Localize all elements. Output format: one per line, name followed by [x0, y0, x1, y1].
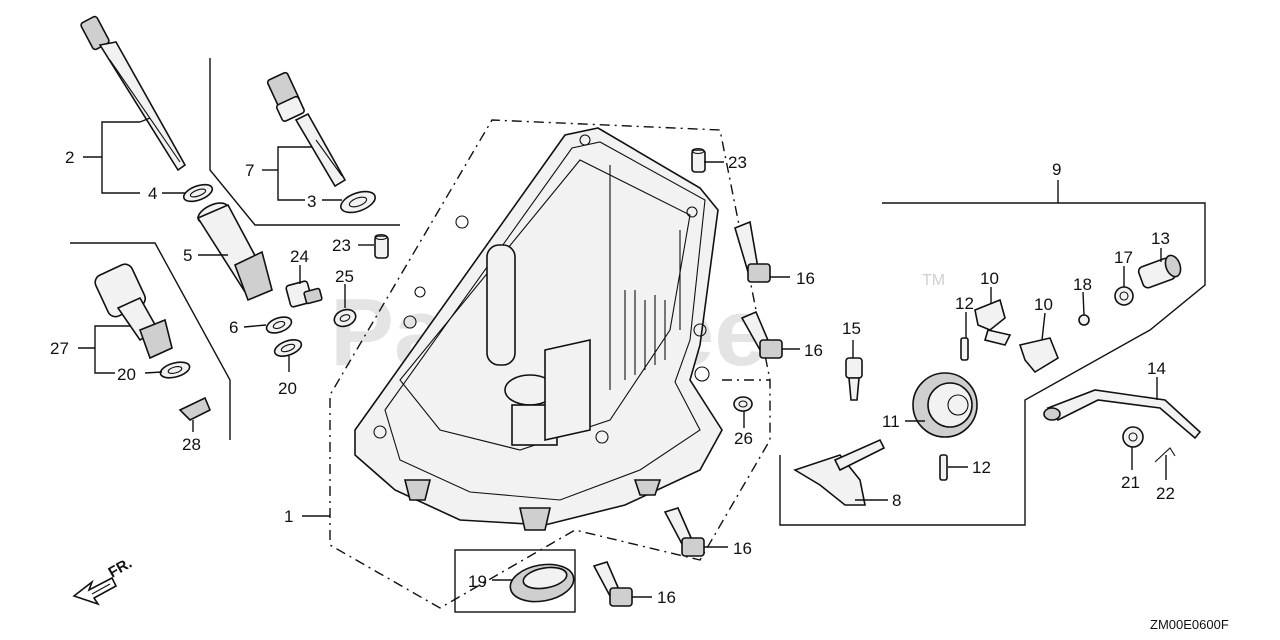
callout-16-c: 16: [733, 539, 752, 558]
governor-arm-shaft-14: [1043, 389, 1202, 440]
dowel-23-left: [374, 233, 389, 259]
callout-10-a: 10: [980, 269, 999, 288]
frame-filler-27: [70, 242, 231, 440]
frame-case-1: [329, 119, 771, 609]
callout-18: 18: [1073, 275, 1092, 294]
o-ring-4: [182, 183, 214, 203]
washer-21: [1122, 426, 1144, 448]
callout-11: 11: [882, 412, 900, 431]
washer-20-left: [159, 361, 191, 379]
weight-10-b: [1018, 337, 1059, 374]
callout-13: 13: [1151, 229, 1170, 248]
bolt-16-c: [663, 507, 705, 557]
callout-14: 14: [1147, 359, 1166, 378]
bolt-24: [285, 280, 323, 308]
washer-25: [333, 308, 357, 328]
callout-25: 25: [335, 267, 354, 286]
bolt-16-b: [740, 310, 783, 359]
washer-20-mid: [273, 339, 303, 357]
dowel-23-top: [691, 147, 706, 173]
crankcase-cover: [354, 127, 723, 531]
callout-20-mid: 20: [278, 379, 297, 398]
governor-gear-11: [912, 372, 978, 438]
bushing-13: [1137, 254, 1182, 289]
filler-cap-27: [94, 263, 173, 360]
callout-1: 1: [284, 507, 293, 526]
callout-10-b: 10: [1034, 295, 1053, 314]
callout-22: 22: [1156, 484, 1175, 503]
washer-26: [733, 396, 753, 412]
callout-3: 3: [307, 192, 316, 211]
frame-oil-seal-19: [454, 549, 576, 613]
washer-6: [265, 316, 293, 334]
bolt-15: [845, 357, 863, 401]
dipstick-short: [266, 71, 347, 188]
callout-26: 26: [734, 429, 753, 448]
washer-17: [1114, 286, 1134, 306]
frame-dipstick-7: [209, 58, 400, 226]
callout-4: 4: [148, 184, 157, 203]
callout-24: 24: [290, 247, 309, 266]
o-ring-3: [340, 190, 376, 214]
bolt-16-d: [592, 561, 633, 607]
weight-10-a: [974, 298, 1012, 346]
callout-9: 9: [1052, 160, 1061, 179]
clip-18: [1078, 314, 1090, 326]
front-indicator-label: FR.: [106, 555, 135, 582]
callout-19: 19: [468, 572, 487, 591]
oil-filler-tube-5: [196, 202, 273, 302]
bolt-16-a: [734, 220, 771, 283]
callout-6: 6: [229, 318, 238, 337]
callout-7: 7: [245, 161, 254, 180]
callout-12-bottom: 12: [972, 458, 991, 477]
dipstick-long: [80, 15, 187, 172]
callout-17: 17: [1114, 248, 1133, 267]
front-arrow-icon: FR.: [72, 555, 135, 606]
frame-governor-9: [779, 202, 1206, 526]
pin-22: [1154, 447, 1176, 463]
group-frames: [70, 58, 1206, 613]
callout-20-left: 20: [117, 365, 136, 384]
clip-28: [178, 396, 212, 421]
governor-holder-8: [793, 438, 886, 506]
callout-21: 21: [1121, 473, 1140, 492]
callout-28: 28: [182, 435, 201, 454]
pin-12-bottom: [939, 454, 948, 481]
oil-seal-19: [509, 563, 575, 603]
callout-8: 8: [892, 491, 901, 510]
diagram-code: ZM00E0600F: [1150, 617, 1229, 632]
callout-23-left: 23: [332, 236, 351, 255]
callout-16-d: 16: [657, 588, 676, 607]
pin-12-top: [960, 337, 969, 361]
leader-lines: [78, 117, 1167, 598]
callout-5: 5: [183, 246, 192, 265]
callout-16-a: 16: [796, 269, 815, 288]
callout-12-top: 12: [955, 294, 974, 313]
callout-23-top: 23: [728, 153, 747, 172]
callout-labels: 2 4 5 7 3 24 25 23 6 20 27 20 28 1 19 23…: [50, 148, 1175, 607]
callout-2: 2: [65, 148, 74, 167]
callout-15: 15: [842, 319, 861, 338]
watermark-trademark: TM: [922, 272, 945, 289]
callout-16-b: 16: [804, 341, 823, 360]
callout-27: 27: [50, 339, 69, 358]
